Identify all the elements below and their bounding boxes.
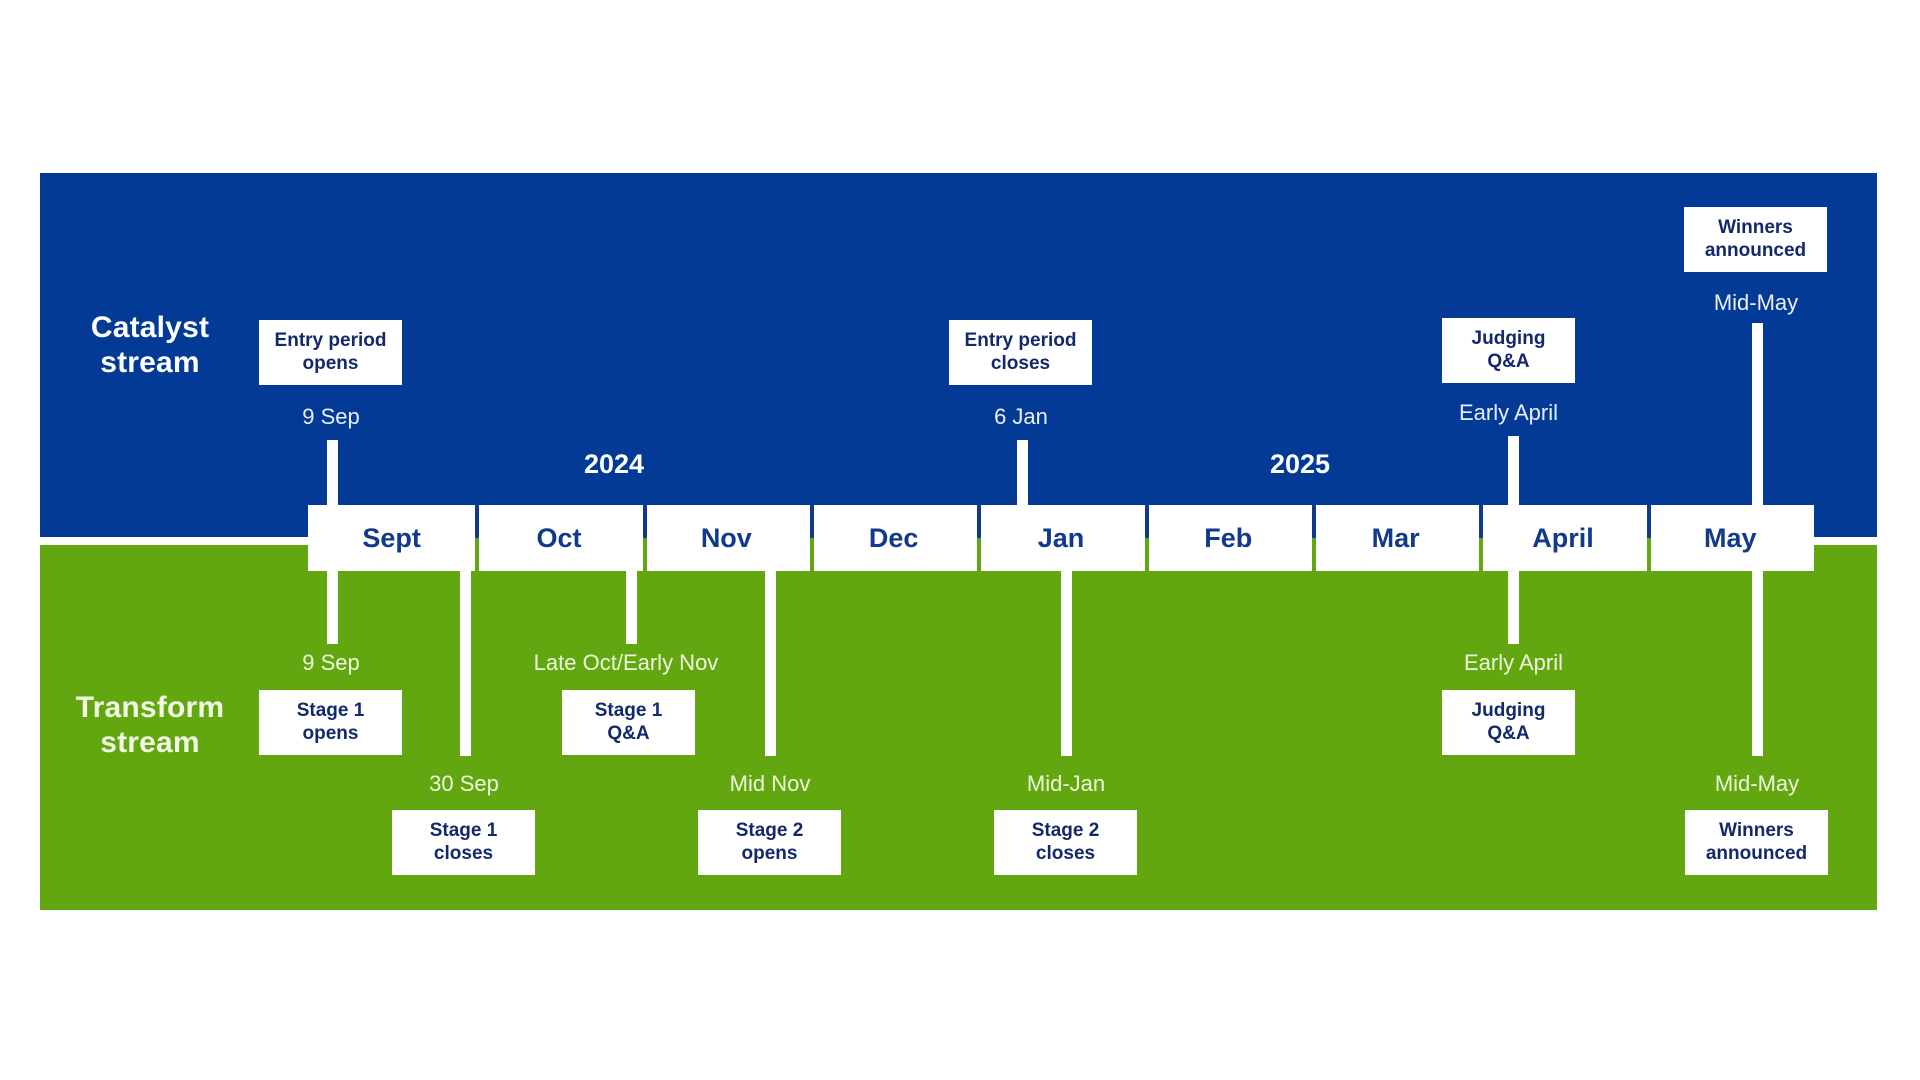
milestone-date-catalyst-judging-qa: Early April (1458, 400, 1559, 425)
year-label-2024: 2024 (583, 449, 645, 479)
milestone-box-catalyst-judging-qa[interactable]: Judging Q&A (1442, 318, 1575, 383)
month-cell-nov[interactable]: Nov (642, 505, 810, 571)
milestone-date-entry-period-closes: 6 Jan (994, 404, 1048, 429)
month-cell-may[interactable]: May (1646, 505, 1814, 571)
month-cell-jan[interactable]: Jan (977, 505, 1144, 571)
month-cell-mar[interactable]: Mar (1311, 505, 1479, 571)
month-cell-april[interactable]: April (1479, 505, 1646, 571)
month-cell-dec[interactable]: Dec (809, 505, 977, 571)
connector-catalyst-entry-opens (327, 440, 338, 510)
milestone-box-stage2-closes[interactable]: Stage 2 closes (994, 810, 1137, 875)
connector-transform-stage1-opens (327, 566, 338, 644)
milestone-box-transform-judging-qa[interactable]: Judging Q&A (1442, 690, 1575, 755)
connector-transform-winners (1752, 566, 1763, 756)
connector-transform-stage2-opens (765, 566, 776, 756)
milestone-box-stage2-opens[interactable]: Stage 2 opens (698, 810, 841, 875)
month-cell-oct[interactable]: Oct (475, 505, 642, 571)
milestone-box-catalyst-winners-announced[interactable]: Winners announced (1684, 207, 1827, 272)
month-cell-feb[interactable]: Feb (1144, 505, 1312, 571)
milestone-box-stage1-opens[interactable]: Stage 1 opens (259, 690, 402, 755)
connector-transform-judging-qa (1508, 566, 1519, 644)
milestone-date-stage1-opens: 9 Sep (302, 650, 360, 675)
milestone-box-entry-period-closes[interactable]: Entry period closes (949, 320, 1092, 385)
connector-transform-stage1-qa (626, 566, 637, 644)
connector-catalyst-winners (1752, 323, 1763, 510)
milestone-date-transform-winners-announced: Mid-May (1714, 771, 1800, 796)
connector-transform-stage1-closes (460, 566, 471, 756)
milestone-box-stage1-qa[interactable]: Stage 1 Q&A (562, 690, 695, 755)
milestone-box-stage1-closes[interactable]: Stage 1 closes (392, 810, 535, 875)
milestone-date-stage2-closes: Mid-Jan (1026, 771, 1106, 796)
connector-catalyst-judging-qa (1508, 436, 1519, 510)
connector-catalyst-entry-closes (1017, 440, 1028, 510)
milestone-date-stage1-closes: 30 Sep (429, 771, 499, 796)
milestone-date-entry-period-opens: 9 Sep (302, 404, 360, 429)
milestone-date-transform-judging-qa: Early April (1463, 650, 1564, 675)
month-cell-sept[interactable]: Sept (362, 522, 421, 553)
connector-transform-stage2-closes (1061, 566, 1072, 756)
milestone-box-transform-winners-announced[interactable]: Winners announced (1685, 810, 1828, 875)
milestone-date-stage2-opens: Mid Nov (729, 771, 811, 796)
milestone-date-stage1-qa: Late Oct/Early Nov (533, 650, 719, 675)
milestone-date-catalyst-winners-announced: Mid-May (1713, 290, 1799, 315)
year-label-2025: 2025 (1269, 449, 1331, 479)
transform-stream-label: Transform stream (75, 691, 225, 760)
catalyst-stream-label: Catalyst stream (90, 311, 210, 380)
month-axis-bar: Sept Oct Nov Dec Jan Feb Mar April May (308, 505, 1814, 571)
milestone-box-entry-period-opens[interactable]: Entry period opens (259, 320, 402, 385)
